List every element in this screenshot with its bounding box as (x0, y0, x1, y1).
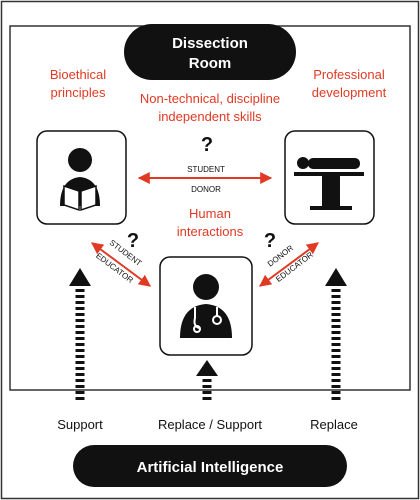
human-label-line1: Human (189, 206, 231, 221)
question-mark-right: ? (264, 230, 276, 252)
human-label-line2: interactions (177, 224, 244, 239)
ai-pill (73, 445, 347, 487)
support-arrow-left (69, 268, 91, 400)
educator-doctor-icon (180, 274, 232, 338)
donor-on-table-icon (294, 157, 364, 210)
pill-title-line1: Dissection (172, 35, 248, 52)
nontechnical-label-line1: Non-technical, discipline (140, 91, 280, 106)
label-support: Support (57, 417, 103, 432)
bioethical-label-line2: principles (51, 85, 106, 100)
label-replace: Replace (310, 417, 358, 432)
top-connector-upper: STUDENT (187, 165, 225, 174)
pill-title-line2: Room (189, 55, 232, 72)
dissection-room-pill (124, 24, 296, 80)
label-replace-support: Replace / Support (158, 417, 262, 432)
professional-label-line2: development (312, 85, 387, 100)
ai-pill-label: Artificial Intelligence (137, 459, 284, 476)
nontechnical-label-line2: independent skills (158, 109, 262, 124)
student-educator-arrow (91, 242, 151, 287)
support-arrow-right (325, 268, 347, 400)
donor-educator-arrow (259, 242, 319, 287)
top-connector-lower: DONOR (191, 185, 221, 194)
question-mark-top: ? (201, 134, 213, 156)
bioethical-label-line1: Bioethical (50, 67, 106, 82)
student-reading-icon (60, 148, 100, 212)
support-arrow-center (196, 360, 218, 400)
professional-label-line1: Professional (313, 67, 385, 82)
